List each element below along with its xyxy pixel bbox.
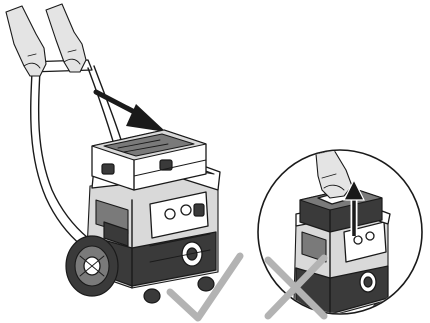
rear-wheel — [66, 236, 118, 296]
detail-circle — [258, 150, 422, 323]
push-direction-arrow — [96, 92, 166, 132]
main-scene — [6, 4, 240, 318]
hands-on-handle — [6, 4, 86, 76]
